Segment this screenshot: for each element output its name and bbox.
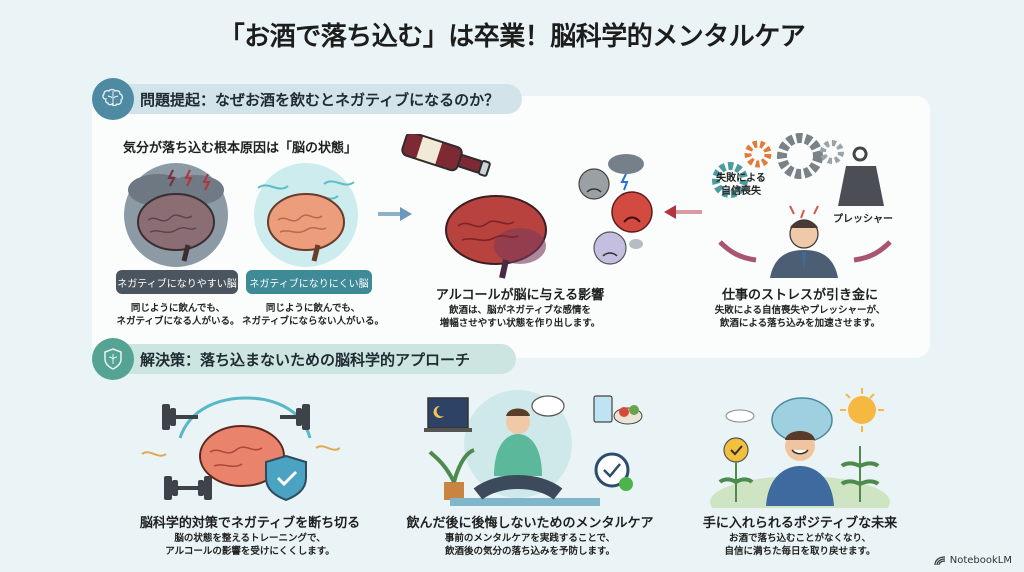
- brain-training-illustration: [141, 396, 340, 502]
- negative-brain-tag: ネガティブになりやすい脳: [116, 270, 238, 294]
- work-stress-illustration: [712, 133, 892, 278]
- brain-state-heading: 気分が落ち込む根本原因は「脳の状態」: [122, 141, 357, 156]
- meditation-illustration: [424, 390, 643, 506]
- solution-3-heading: 手に入れられるポジティブな未来: [702, 516, 898, 531]
- pressure-label: プレッシャー: [833, 214, 893, 225]
- solution-1-desc: 脳の状態を整えるトレーニングで、 アルコールの影響を受けにくくします。: [165, 533, 335, 557]
- alcohol-effect-desc: 飲酒は、脳がネガティブな感情を 増幅させやすい状態を作り出します。: [439, 305, 601, 329]
- solution-3-desc: お酒で落ち込むことがなくなり、 自信に満ちた毎日を取り戻せます。: [724, 533, 876, 557]
- solution-1-heading: 脳科学的対策でネガティブを断ち切る: [139, 516, 361, 531]
- page-title: 「お酒で落ち込む」は卒業！脳科学的メンタルケア: [218, 22, 806, 52]
- negative-brain-desc: 同じように飲んでも、 ネガティブになる人がいる。: [116, 303, 240, 327]
- solution-2-desc: 事前のメンタルケアを実践することで、 飲酒後の気分の落ち込みを予防します。: [444, 533, 616, 557]
- solution-section-header: 解決策：落ち込まないための脳科学的アプローチ: [102, 344, 516, 374]
- negative-brain-illustration: [124, 163, 228, 267]
- arrow-right-icon: [378, 207, 412, 221]
- notebooklm-logo: NotebookLM: [934, 555, 1012, 566]
- resilient-brain-tag: ネガティブになりにくい脳: [246, 270, 372, 294]
- notebooklm-icon: [934, 555, 945, 565]
- positive-future-illustration: [710, 388, 890, 508]
- resilient-brain-illustration: [254, 163, 358, 267]
- self-confidence-loss-label: 失敗による 自信喪失: [716, 173, 766, 197]
- affected-brain-illustration: [445, 195, 547, 279]
- wine-bottle-illustration: [401, 134, 491, 177]
- brain-icon: [92, 78, 134, 120]
- negative-emotions-illustration: [578, 154, 653, 265]
- problem-section-header: 問題提起：なぜお酒を飲むとネガティブになるのか？: [102, 84, 522, 114]
- solution-2-heading: 飲んだ後に後悔しないためのメンタルケア: [406, 516, 654, 531]
- alcohol-effect-heading: アルコールが脳に与える影響: [435, 288, 605, 303]
- arrow-left-icon: [664, 205, 702, 219]
- shield-brain-icon: [92, 338, 134, 380]
- resilient-brain-desc: 同じように飲んでも、 ネガティブにならない人がいる。: [242, 303, 384, 327]
- work-stress-desc: 失敗による自信喪失やプレッシャーが、 飲酒による落ち込みを加速させます。: [714, 305, 886, 329]
- work-stress-heading: 仕事のストレスが引き金に: [721, 288, 878, 303]
